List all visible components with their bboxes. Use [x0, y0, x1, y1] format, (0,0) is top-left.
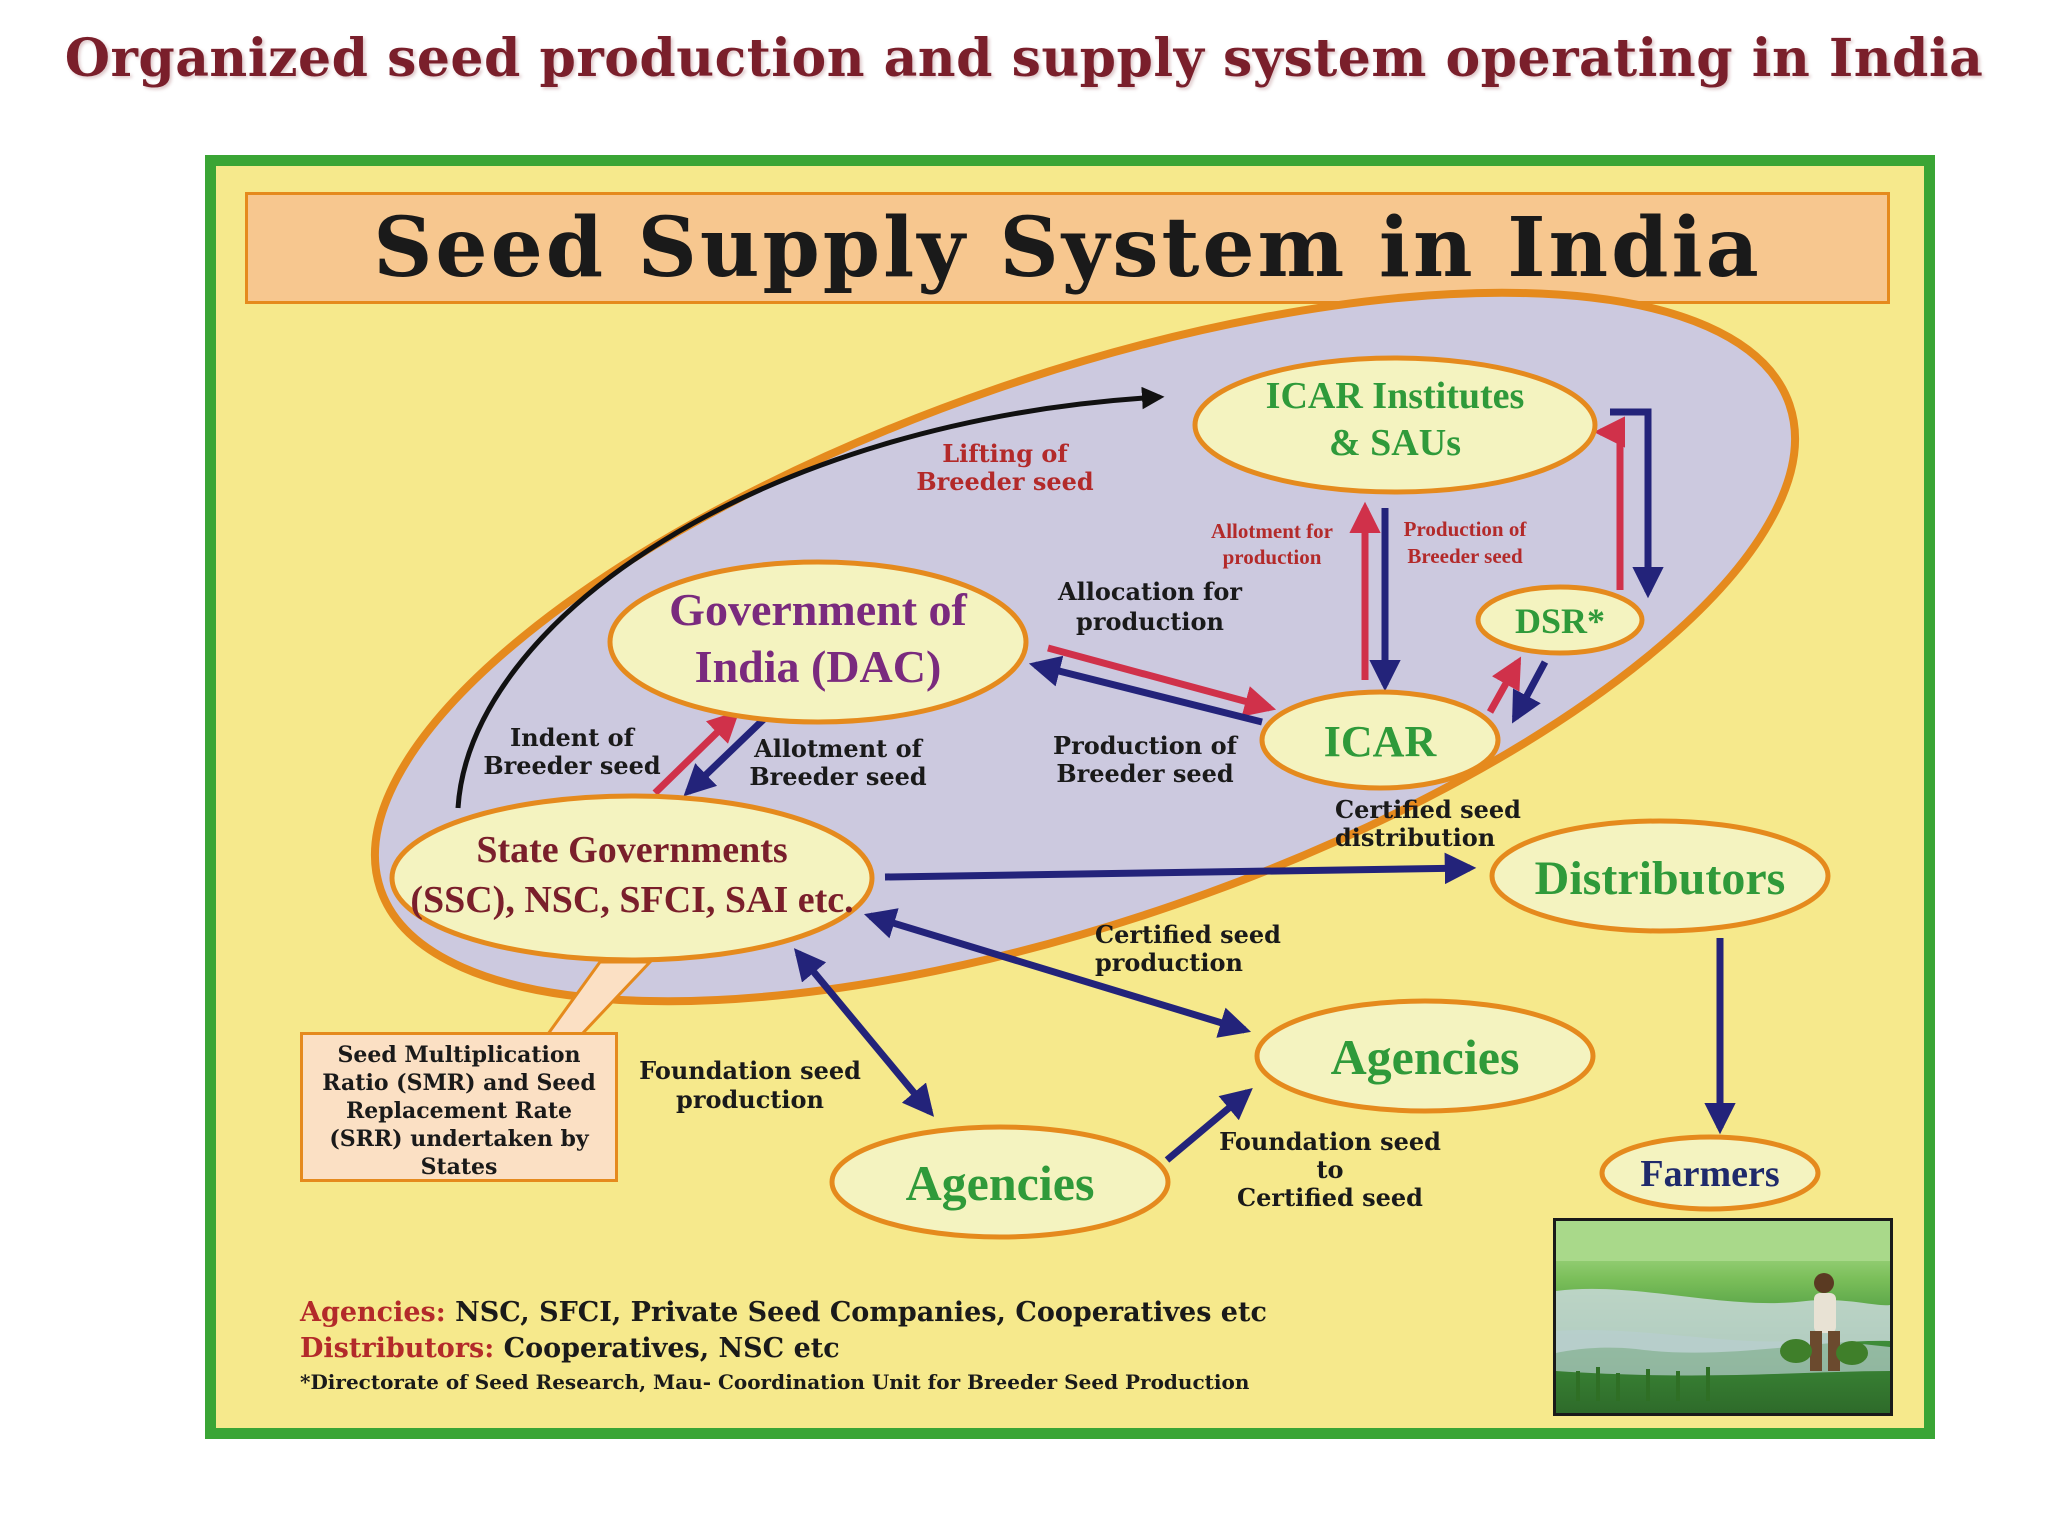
foundation-to-certified-line3: Certified seed: [1237, 1183, 1423, 1212]
node-icar-institutes: ICAR Institutes & SAUs: [1192, 355, 1598, 495]
allotment-breeder-line2: Breeder seed: [749, 762, 927, 791]
certified-distribution-line2: distribution: [1335, 823, 1495, 852]
certified-distribution-line1: Certified seed: [1335, 795, 1521, 824]
allotment-breeder-line1: Allotment of: [753, 734, 924, 763]
indent-label-line1: Indent of: [510, 723, 636, 752]
node-agencies-bottom: Agencies: [829, 1124, 1171, 1240]
state-govts-line1: State Governments: [476, 829, 787, 871]
indent-label-line2: Breeder seed: [483, 751, 661, 780]
smr-line-4: (SRR) undertaken by: [329, 1126, 589, 1152]
banner-title: Seed Supply System in India: [245, 192, 1890, 304]
agencies-key: Agencies:: [300, 1297, 446, 1328]
allotment-for-production-line2: production: [1223, 545, 1322, 569]
production-small-line2: Breeder seed: [1407, 544, 1523, 568]
farmers-label: Farmers: [1640, 1153, 1779, 1195]
lifting-label-line2: Breeder seed: [916, 467, 1094, 496]
allotment-breeder-arrow: [683, 715, 768, 797]
gov-india-line2: India (DAC): [695, 641, 942, 692]
certified-production-line1: Certified seed: [1095, 920, 1281, 949]
indent-arrow: [652, 710, 740, 796]
node-icar: ICAR: [1259, 689, 1501, 791]
allocation-label-line2: production: [1076, 607, 1224, 636]
icar-to-dsr-arrow: [1486, 656, 1522, 714]
smr-note-box: Seed Multiplication Ratio (SMR) and Seed…: [300, 1032, 618, 1182]
foundation-production-line2: production: [676, 1085, 824, 1114]
distributors-value: Cooperatives, NSC etc: [494, 1333, 840, 1364]
node-dsr: DSR*: [1475, 584, 1645, 656]
smr-line-1: Seed Multiplication: [337, 1042, 581, 1068]
icar-institutes-line1: ICAR Institutes: [1266, 375, 1525, 417]
distributors-footnote: Distributors: Cooperatives, NSC etc: [300, 1331, 1300, 1367]
node-gov-india: Government of India (DAC): [607, 559, 1029, 725]
agencies-value: NSC, SFCI, Private Seed Companies, Coope…: [445, 1297, 1267, 1328]
agencies-footnote: Agencies: NSC, SFCI, Private Seed Compan…: [300, 1295, 1300, 1331]
icar-institutes-line2: & SAUs: [1329, 422, 1461, 464]
agencies-right-label: Agencies: [1331, 1029, 1520, 1085]
foundation-to-certified-line1: Foundation seed: [1219, 1127, 1441, 1156]
institutes-to-dsr-arrow: [1610, 408, 1664, 599]
smr-line-5: States: [420, 1154, 498, 1180]
node-agencies-right: Agencies: [1254, 998, 1596, 1114]
farmer-photo: [1553, 1218, 1893, 1416]
state-govts-line2: (SSC), NSC, SFCI, SAI etc.: [410, 879, 853, 921]
lifting-label-line1: Lifting of: [942, 439, 1069, 468]
production-breeder-line2: Breeder seed: [1056, 759, 1234, 788]
foundation-production-line1: Foundation seed: [639, 1056, 861, 1085]
dsr-to-icar-arrow: [1511, 660, 1549, 724]
production-small-line1: Production of: [1404, 517, 1528, 541]
foundation-to-certified-arrow: [1164, 1087, 1253, 1163]
smr-line-2: Ratio (SMR) and Seed: [322, 1070, 596, 1096]
allotment-for-production-line1: Allotment for: [1211, 519, 1333, 543]
distributors-key: Distributors:: [300, 1333, 495, 1364]
production-to-gov-arrow: [1028, 655, 1263, 726]
distributors-label: Distributors: [1535, 852, 1786, 905]
foundation-to-certified-line2: to: [1316, 1155, 1343, 1184]
dsr-to-institutes-arrow: [1593, 416, 1626, 590]
allocation-arrow: [1047, 644, 1277, 717]
inner-system-ellipse: [371, 288, 1799, 1006]
foundation-production-arrow: [793, 948, 935, 1117]
agencies-bottom-label: Agencies: [906, 1155, 1095, 1211]
icar-label: ICAR: [1324, 717, 1438, 766]
dsr-footnote: *Directorate of Seed Research, Mau- Coor…: [300, 1370, 1250, 1394]
certified-distribution-arrow: [884, 852, 1477, 885]
gov-india-line1: Government of: [669, 584, 967, 635]
node-distributors: Distributors: [1489, 818, 1831, 934]
node-farmers: Farmers: [1599, 1134, 1821, 1212]
node-state-govts: State Governments (SSC), NSC, SFCI, SAI …: [389, 793, 875, 963]
dsr-label: DSR*: [1515, 601, 1605, 641]
smr-line-3: Replacement Rate: [346, 1098, 572, 1124]
certified-production-line2: production: [1095, 948, 1243, 977]
page-title: Organized seed production and supply sys…: [64, 28, 1984, 89]
allocation-label-line1: Allocation for: [1057, 577, 1242, 606]
lifting-arrow: [455, 386, 1165, 809]
production-breeder-line1: Production of: [1053, 731, 1239, 760]
footer-notes: Agencies: NSC, SFCI, Private Seed Compan…: [300, 1295, 1300, 1397]
certified-production-arrow: [863, 908, 1252, 1038]
